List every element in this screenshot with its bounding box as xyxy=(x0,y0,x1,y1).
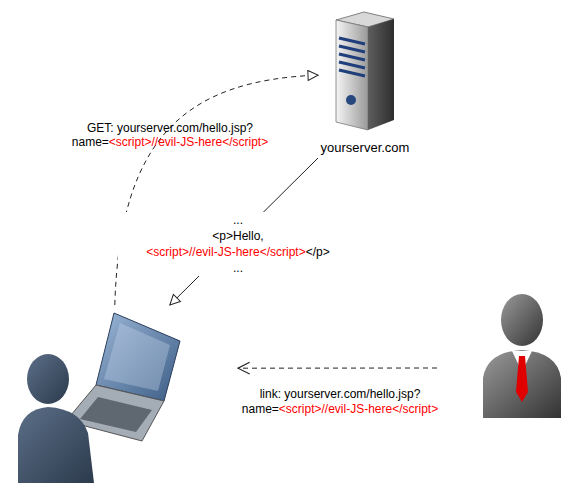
code-text: name= xyxy=(72,135,109,149)
request-text: GET: yourserver.com/hello.jsp?name=<scri… xyxy=(40,121,300,149)
payload-text: <script>//evil-JS-here</script> xyxy=(109,135,268,149)
payload-text: <script>//evil-JS-here</script> xyxy=(279,402,438,416)
text-line: link: yourserver.com/hello.jsp? xyxy=(210,387,470,402)
edge-label: link: yourserver.com/hello.jsp? xyxy=(260,387,421,401)
server-front xyxy=(336,20,368,130)
code-text: ... xyxy=(233,213,243,227)
code-text: name= xyxy=(242,402,279,416)
server-stripe xyxy=(339,38,365,44)
text-line: GET: yourserver.com/hello.jsp? xyxy=(40,121,300,135)
node-label: yourserver.com xyxy=(318,140,412,155)
attacker-body xyxy=(483,350,561,418)
server-node: yourserver.com xyxy=(318,10,412,158)
attacker-node xyxy=(437,290,562,420)
server-stripe xyxy=(339,54,365,60)
text-line: name=<script>//evil-JS-here</script> xyxy=(40,135,300,149)
attacker-tie xyxy=(516,356,528,402)
link-arrow xyxy=(238,368,437,369)
laptop-shine xyxy=(104,323,170,391)
victim-head xyxy=(27,354,69,404)
text-line: name=<script>//evil-JS-here</script> xyxy=(210,402,470,417)
text-line: <p>Hello, xyxy=(118,228,358,244)
victim-body xyxy=(18,407,94,483)
server-stripe xyxy=(339,70,365,76)
server-stripe xyxy=(339,62,365,68)
text-line: ... xyxy=(118,260,358,276)
server-icon xyxy=(334,10,396,132)
attacker-figure xyxy=(437,290,562,420)
code-text: </p> xyxy=(306,245,330,259)
text-line: <script>//evil-JS-here</script></p> xyxy=(118,244,358,260)
code-text: <p>Hello, xyxy=(212,229,263,243)
link-text: link: yourserver.com/hello.jsp?name=<scr… xyxy=(210,387,470,417)
response-text: ...<p>Hello,<script>//evil-JS-here</scri… xyxy=(118,212,358,276)
text-line: ... xyxy=(118,212,358,228)
laptop-keyboard xyxy=(80,397,152,432)
code-text: ... xyxy=(233,261,243,275)
server-stripe xyxy=(339,46,365,52)
victim-node xyxy=(18,305,238,483)
payload-text: <script>//evil-JS-here</script> xyxy=(146,245,305,259)
attacker-head xyxy=(501,294,543,346)
victim-with-laptop xyxy=(18,305,238,483)
server-side xyxy=(368,19,394,130)
edge-label: GET: yourserver.com/hello.jsp? xyxy=(87,121,253,135)
server-button xyxy=(346,95,356,105)
